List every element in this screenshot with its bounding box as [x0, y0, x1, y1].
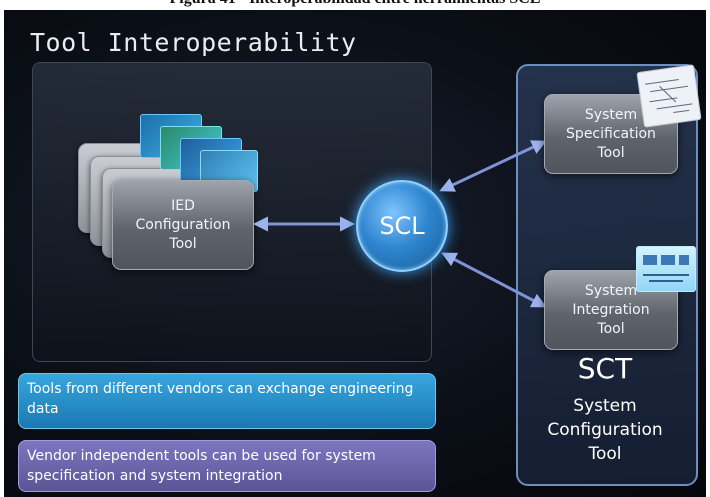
- integration-screen-thumbnail: [636, 246, 696, 292]
- info-box-vendor-independent: Vendor independent tools can be used for…: [18, 440, 436, 492]
- info-box-vendor-exchange: Tools from different vendors can exchang…: [18, 373, 436, 429]
- ied-configuration-tool: IED Configuration Tool: [112, 180, 254, 270]
- scl-node: SCL: [356, 180, 448, 272]
- ied-tool-line-1: IED: [171, 197, 195, 214]
- slide: Tool Interoperability IED Configuration …: [4, 10, 706, 497]
- integration-tool-line-2: Integration: [572, 301, 650, 318]
- connector-arrows: [253, 140, 547, 308]
- arrow-scl-specification: [439, 140, 547, 192]
- spec-tool-line-3: Tool: [597, 144, 625, 161]
- info-text-1: Tools from different vendors can exchang…: [27, 381, 414, 417]
- slide-title: Tool Interoperability: [30, 28, 357, 57]
- ied-tool-line-2: Configuration: [135, 216, 231, 233]
- scl-label: SCL: [379, 212, 425, 240]
- arrow-scl-integration: [441, 252, 547, 308]
- integration-tool-line-1: System: [584, 282, 638, 299]
- sct-line-3: Tool: [588, 444, 622, 464]
- spec-tool-line-1: System: [584, 106, 638, 123]
- ied-tool-line-3: Tool: [169, 235, 197, 252]
- system-integration-tool: System Integration Tool: [544, 270, 678, 350]
- spec-tool-line-2: Specification: [566, 125, 656, 142]
- sct-abbreviation: SCT: [577, 352, 633, 385]
- sct-line-1: System: [573, 396, 637, 416]
- sct-line-2: Configuration: [547, 420, 663, 440]
- info-text-2: Vendor independent tools can be used for…: [27, 448, 376, 484]
- integration-tool-line-3: Tool: [597, 320, 625, 337]
- sct-full-name: System Configuration Tool: [516, 394, 694, 466]
- figure-caption-strip: Figura 41 - Interoperabilidad entre herr…: [0, 0, 710, 10]
- specification-document-thumbnail: [636, 64, 702, 128]
- figure-caption: Figura 41 - Interoperabilidad entre herr…: [0, 0, 710, 8]
